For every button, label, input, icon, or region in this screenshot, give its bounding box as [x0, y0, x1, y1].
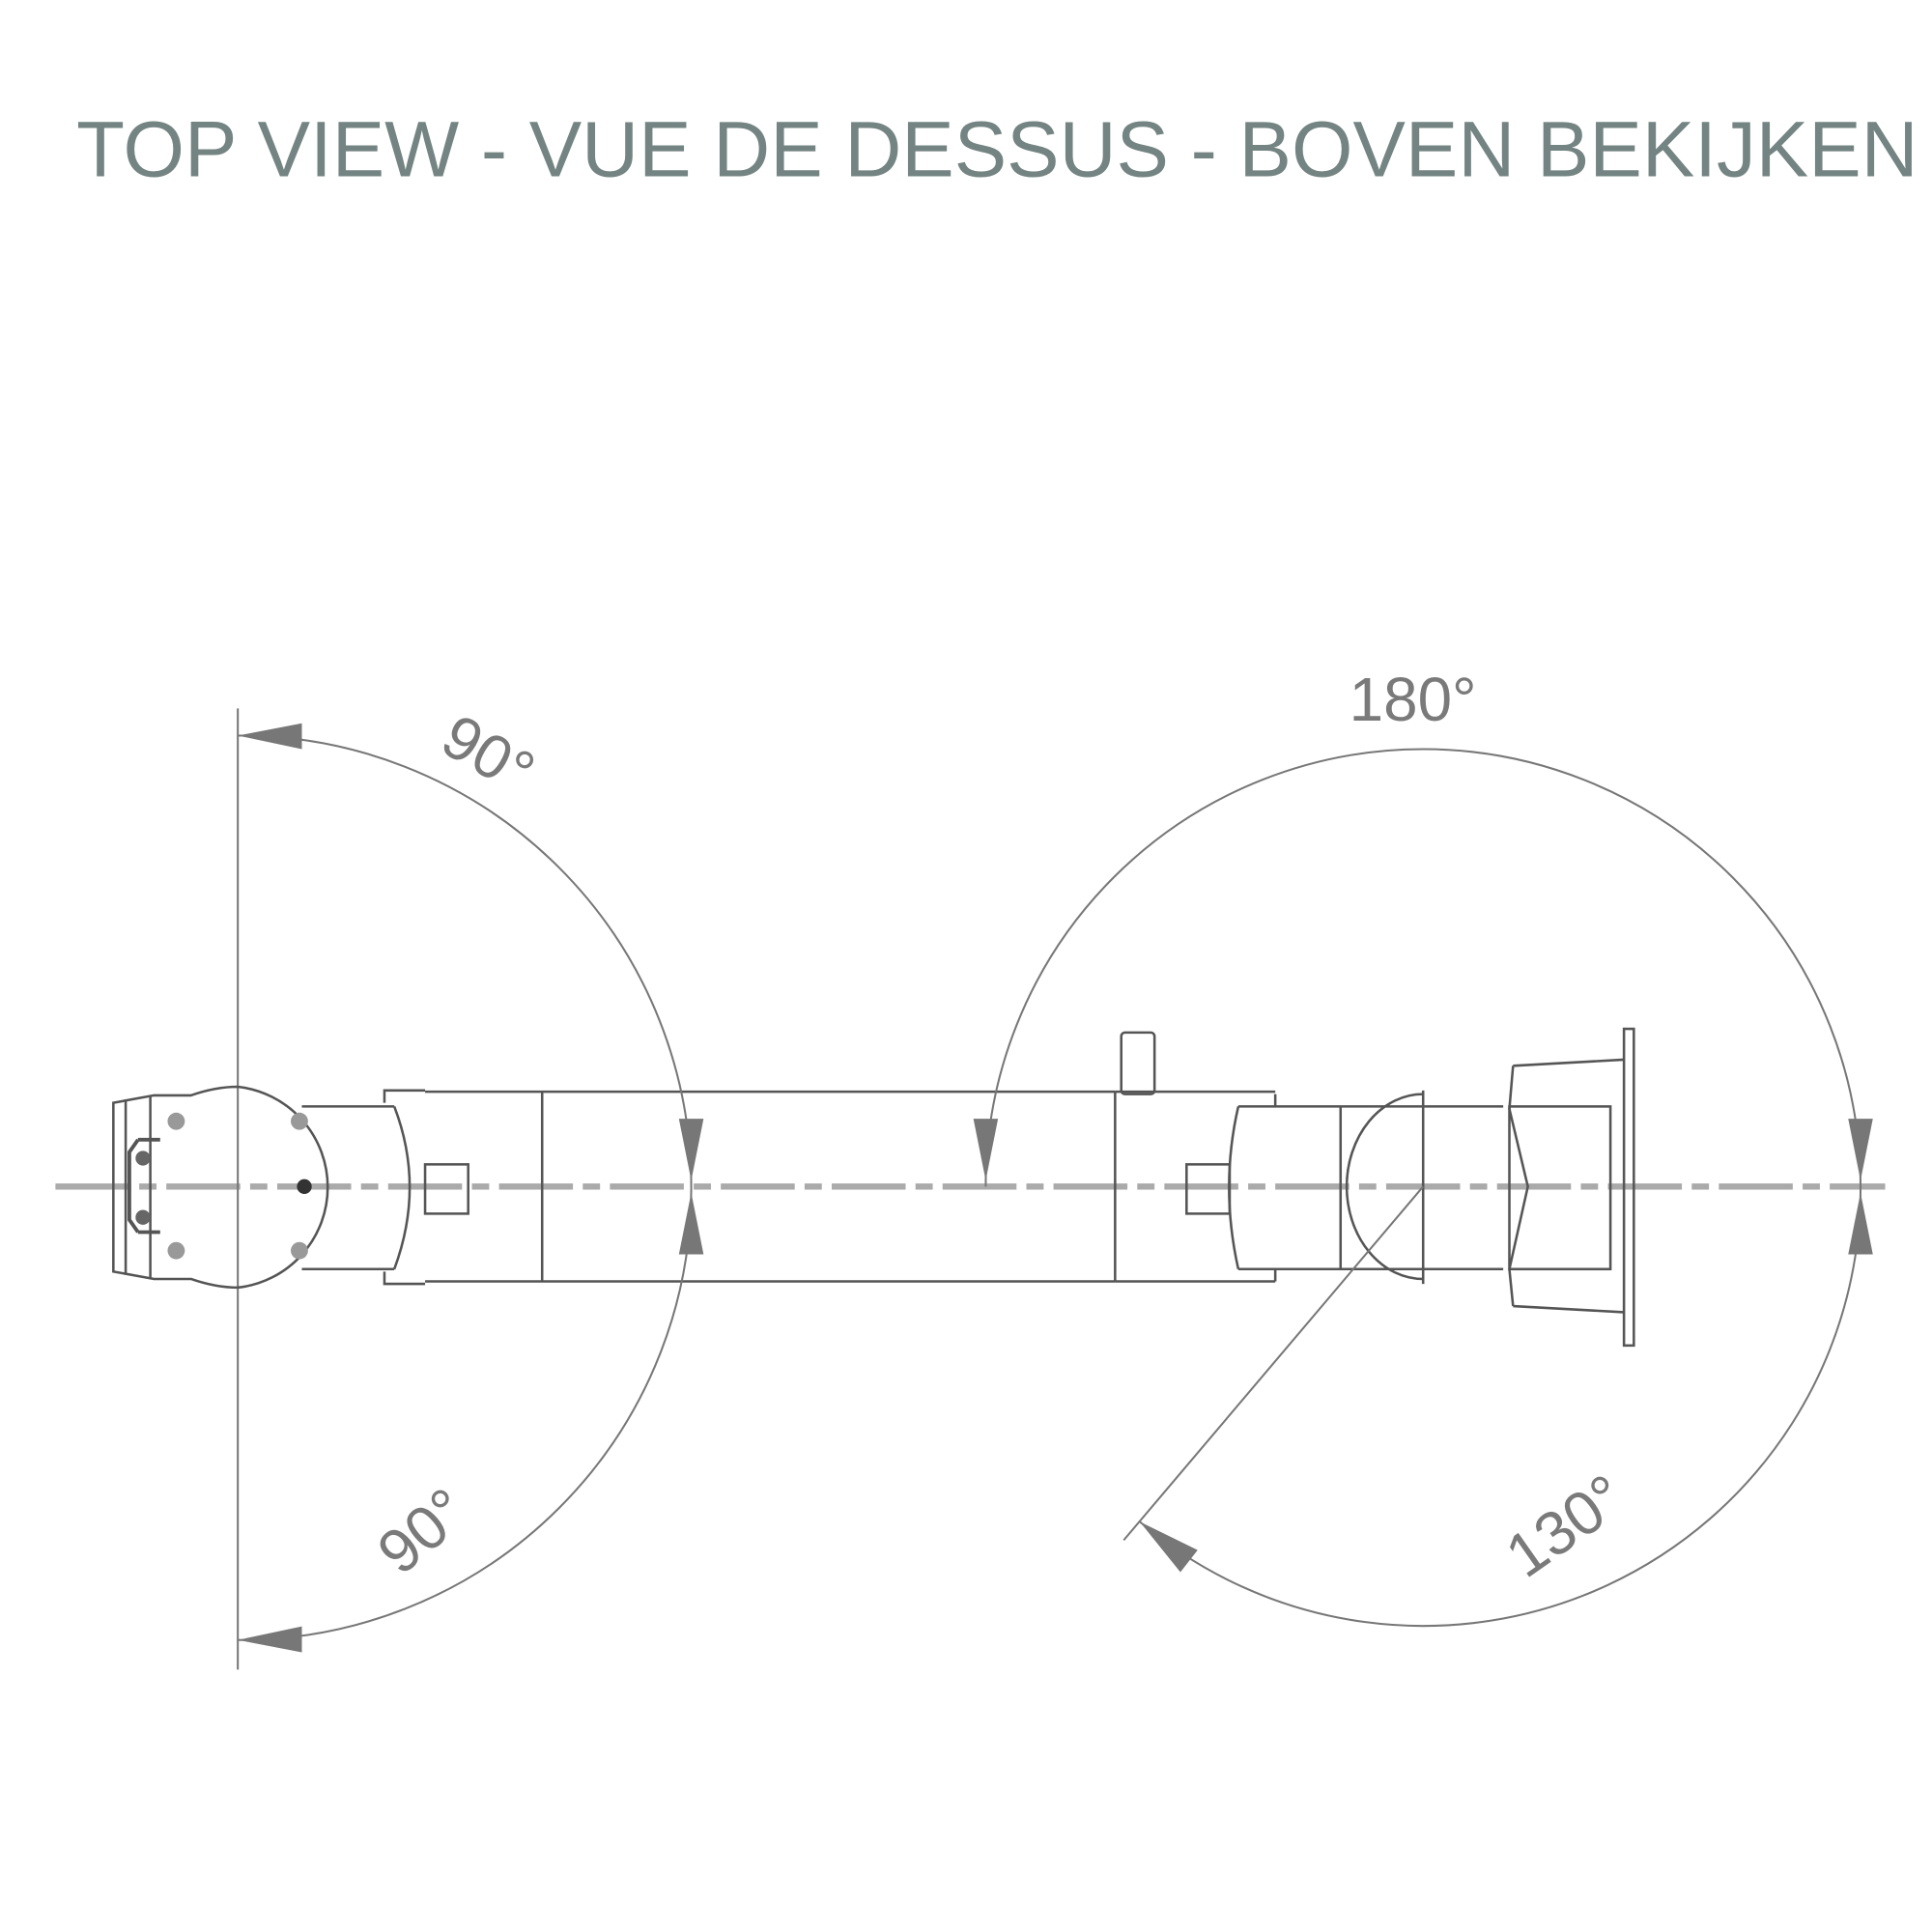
monitor-mount — [1508, 1027, 1635, 1348]
arrow-icon — [1848, 1192, 1873, 1255]
arrow-icon — [238, 723, 302, 750]
rotation-limit-line — [1122, 1185, 1424, 1542]
arrow-icon — [238, 1626, 302, 1653]
diagram-title: TOP VIEW - VUE DE DESSUS - BOVEN BEKIJKE… — [76, 105, 1918, 193]
arrow-icon — [678, 1192, 704, 1255]
angle-label-right-bottom: 130° — [1493, 1461, 1637, 1591]
right-rotation-arc-130 — [1139, 1186, 1862, 1628]
angle-label-left-top: 90° — [431, 700, 547, 808]
arrow-icon — [1848, 1119, 1873, 1180]
left-rotation-arc — [238, 734, 693, 1641]
arrow-icon — [973, 1119, 999, 1180]
right-rotation-arc-180 — [984, 748, 1862, 1187]
angle-label-right-top: 180° — [1350, 665, 1477, 734]
arrow-icon — [678, 1119, 704, 1180]
arm-segment-1 — [301, 1031, 1276, 1286]
arrow-icon — [1139, 1521, 1198, 1573]
angle-label-left-bottom: 90° — [364, 1474, 480, 1587]
wall-head — [112, 1085, 329, 1290]
